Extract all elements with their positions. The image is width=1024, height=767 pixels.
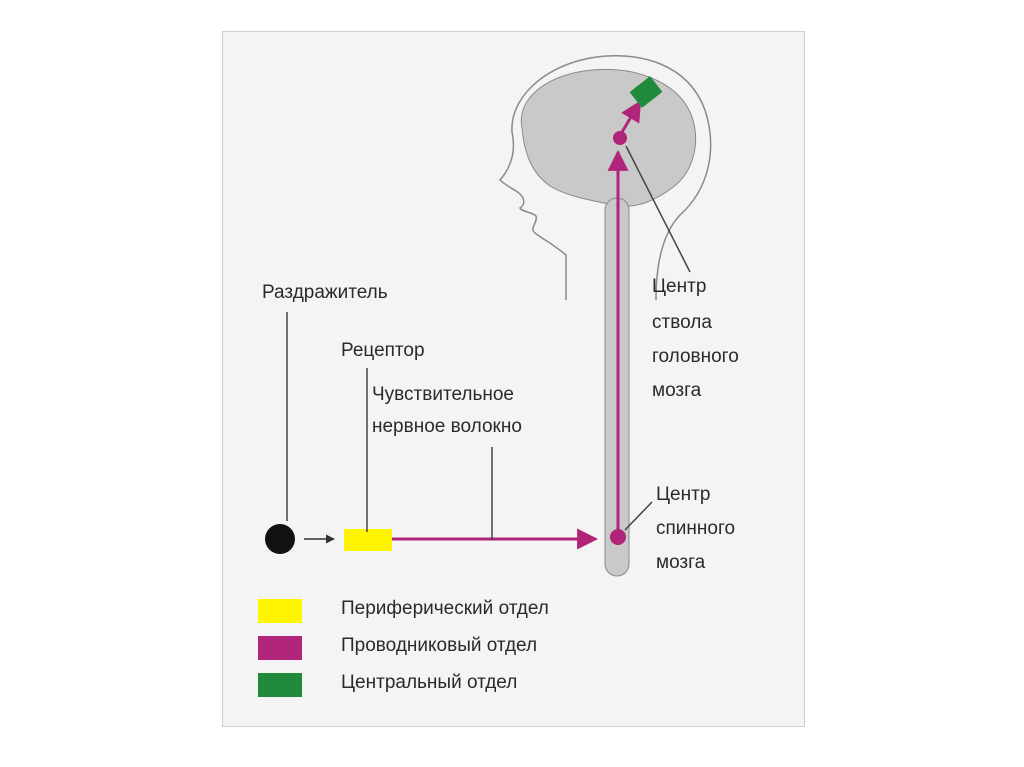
brainstem-center-leader xyxy=(625,145,691,273)
receptor-block xyxy=(344,529,392,551)
brain-shape xyxy=(520,68,697,231)
legend-central-label: Центральный отдел xyxy=(341,672,518,693)
sensory-fiber-label-line1: Чувствительное xyxy=(372,384,514,405)
legend-conductor-label: Проводниковый отдел xyxy=(341,635,538,656)
cortex-center-block xyxy=(629,76,663,108)
spinal-center-label-line2: спинного xyxy=(656,518,736,539)
legend-central xyxy=(258,670,302,700)
cortex-pathway xyxy=(620,100,642,133)
spinal-center-leader xyxy=(624,501,653,531)
legend-conductor-swatch xyxy=(258,636,302,660)
spinal-center-label-line3: мозга xyxy=(656,552,706,573)
legend-peripheral-swatch xyxy=(258,599,302,623)
brainstem-center-label-line4: мозга xyxy=(652,380,702,401)
spinal-center-node xyxy=(610,529,626,545)
spinal-center-label-line1: Центр xyxy=(656,484,711,505)
legend-peripheral-label: Периферический отдел xyxy=(341,598,549,619)
legend-peripheral xyxy=(258,596,302,626)
stimulus-dot xyxy=(265,524,295,554)
brainstem-center-label-line1: Центр xyxy=(652,276,707,297)
legend-conductor xyxy=(258,633,302,663)
brainstem-center-label-line3: головного xyxy=(652,346,739,367)
sensory-fiber-label-line2: нервное волокно xyxy=(372,416,522,437)
stimulus-label: Раздражитель xyxy=(262,282,388,303)
brainstem-center-label-line2: ствола xyxy=(652,312,712,333)
brainstem-center-node xyxy=(613,131,627,145)
receptor-label: Рецептор xyxy=(341,340,425,361)
legend-central-swatch xyxy=(258,673,302,697)
